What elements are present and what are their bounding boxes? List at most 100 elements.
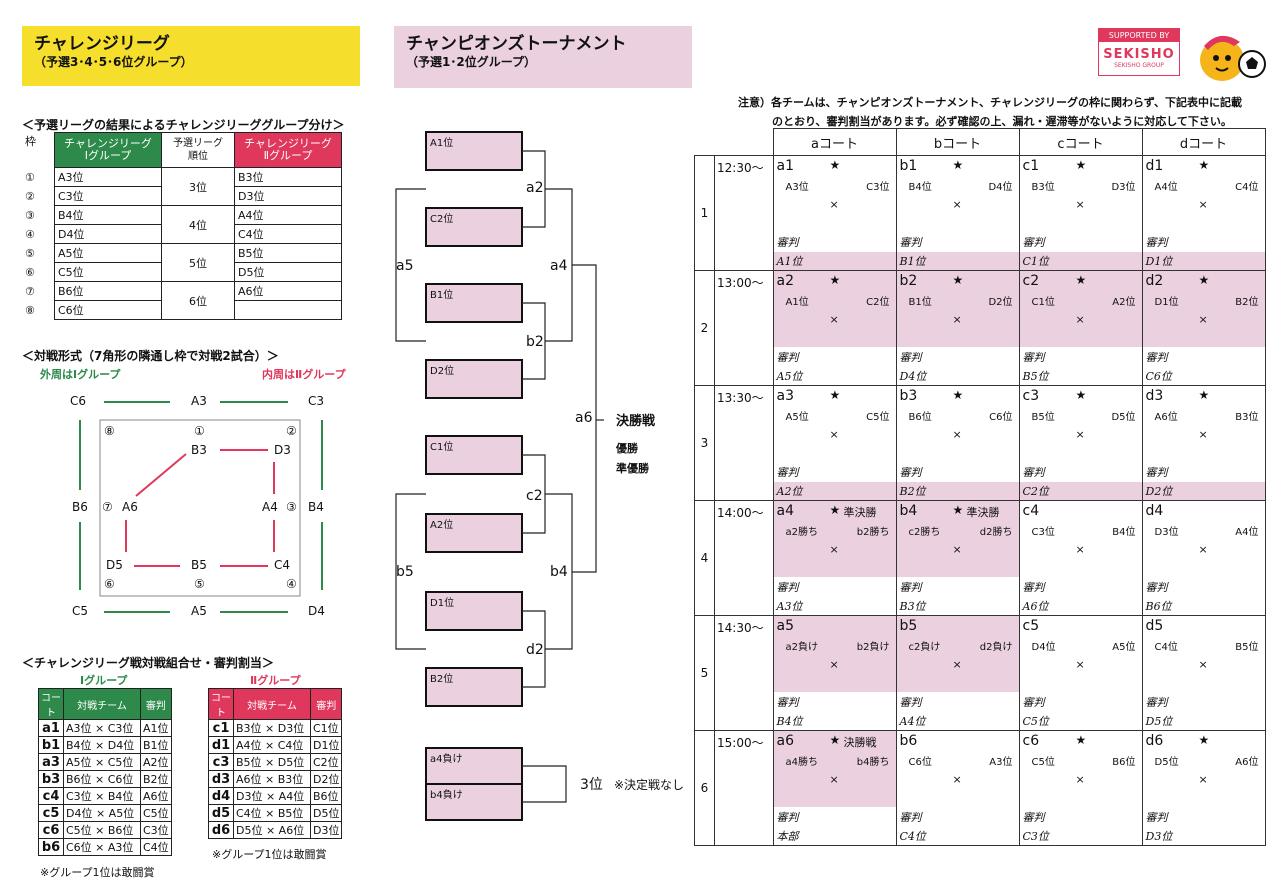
- team-right: D2位: [988, 297, 1013, 308]
- court-header: dコート: [1141, 128, 1266, 156]
- highlight: [773, 731, 896, 807]
- team-left: A1位: [785, 297, 809, 308]
- slot-time: 13:30～: [714, 385, 774, 501]
- referee-value: A2位: [776, 485, 803, 498]
- match-code: d3: [208, 770, 234, 788]
- referee-value: C3位: [1022, 830, 1049, 843]
- versus-mark: ×: [1075, 773, 1085, 786]
- group1-cell: D4位: [54, 224, 162, 244]
- versus-mark: ×: [829, 543, 839, 556]
- header-court: コート: [38, 688, 64, 720]
- highlight: [1142, 252, 1265, 270]
- team-right: C5位: [866, 412, 890, 423]
- bracket-line: [395, 188, 426, 342]
- group1-cell: B6位: [54, 281, 162, 301]
- rank-cell: 5位: [161, 243, 235, 282]
- corner-blank: [695, 129, 715, 156]
- referee-label: 審判: [776, 811, 799, 824]
- waku-num: ③: [25, 208, 35, 222]
- match-code: a3: [38, 753, 64, 771]
- label-d3: D3: [274, 443, 291, 457]
- match-a5: a5: [396, 258, 414, 274]
- match-code: a4: [776, 503, 795, 519]
- grouping-table: 枠 チャレンジリーグ Ⅰグループ 予選リーグ 順位 チャレンジリーグ Ⅱグループ…: [22, 132, 342, 320]
- referee-label: 審判: [1145, 351, 1168, 364]
- referee-label: 審判: [1145, 466, 1168, 479]
- match-code: b5: [899, 618, 918, 634]
- referee-value: A4位: [899, 715, 926, 728]
- referee-value: C4位: [899, 830, 926, 843]
- versus-mark: ×: [952, 313, 962, 326]
- waku-num: ⑦: [25, 284, 35, 298]
- highlight: [1019, 482, 1142, 500]
- team-right: d2勝ち: [979, 527, 1013, 538]
- match-teams: C3位 × B4位: [63, 787, 141, 805]
- versus-mark: ×: [1075, 313, 1085, 326]
- star-icon: ★: [952, 503, 964, 517]
- group2-header: チャレンジリーグ Ⅱグループ: [234, 132, 342, 168]
- versus-mark: ×: [829, 773, 839, 786]
- group1-note: ※グループ1位は敢闘賞: [40, 866, 155, 879]
- team-right: C3位: [866, 182, 890, 193]
- match-code: b1: [899, 158, 918, 174]
- team-left: A5位: [785, 412, 809, 423]
- referee-label: 審判: [776, 466, 799, 479]
- match-ref: C5位: [140, 804, 172, 822]
- match-teams: B5位 × D5位: [233, 753, 311, 771]
- label-c4: C4: [274, 558, 291, 572]
- match-code: b6: [38, 838, 64, 856]
- referee-value: B3位: [899, 600, 926, 613]
- match-a4: a4: [550, 258, 568, 274]
- match-ref: A1位: [140, 719, 172, 737]
- match-code: d6: [1145, 733, 1164, 749]
- match-b5: b5: [396, 564, 414, 580]
- team-left: a2勝ち: [785, 527, 819, 538]
- group2-cell: D5位: [234, 262, 342, 282]
- match-code: d4: [1145, 503, 1164, 519]
- match-code: a1: [38, 719, 64, 737]
- group2-header-l1: チャレンジリーグ: [244, 137, 332, 150]
- match-teams: A3位 × C3位: [63, 719, 141, 737]
- match-code: c6: [38, 821, 64, 839]
- referee-label: 審判: [776, 351, 799, 364]
- team-left: B6位: [908, 412, 932, 423]
- referee-value: D3位: [1145, 830, 1173, 843]
- waku-num: ⑥: [25, 265, 35, 279]
- group2-cell: B5位: [234, 243, 342, 263]
- match-code: c3: [1022, 388, 1040, 404]
- match-teams: A5位 × C5位: [63, 753, 141, 771]
- label-a4: A4: [262, 500, 278, 514]
- notice-line1: 注意）各チームは、チャンピオンズトーナメント、チャレンジリーグの枠に関わらず、下…: [738, 96, 1243, 109]
- match-ref: B1位: [140, 736, 172, 754]
- group2-note: ※グループ1位は敢闘賞: [212, 848, 327, 861]
- court-header: bコート: [895, 128, 1020, 156]
- bracket-slot: [425, 783, 523, 821]
- slot-number: 3: [694, 385, 715, 501]
- num-3: ③: [286, 500, 297, 514]
- label-c6: C6: [70, 394, 87, 408]
- team-left: c2勝ち: [908, 527, 941, 538]
- match-code: b1: [38, 736, 64, 754]
- rank-cell: 3位: [161, 167, 235, 206]
- header-teams: 対戦チーム: [233, 688, 311, 720]
- star-icon: ★: [952, 158, 964, 172]
